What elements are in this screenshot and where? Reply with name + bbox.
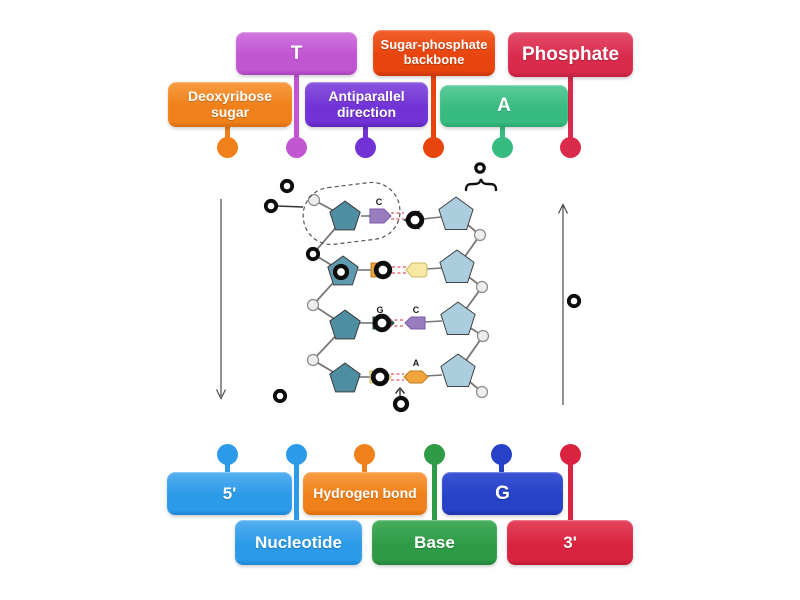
caret-up-icon [394,386,406,397]
pin-dot [217,137,238,158]
phosphate-circle [473,228,487,242]
base-shape-purple-row3 [404,316,426,330]
label-chip-hydrogen-bond[interactable]: Hydrogen bond [303,472,427,515]
base-letter-c-row1: C [376,197,383,207]
pin-stem [362,455,367,475]
pin-dot [491,444,512,465]
phosphate-circle [475,280,489,294]
pin-stem [225,455,230,475]
label-chip-base[interactable]: Base [372,520,497,565]
drop-target-ring[interactable] [392,395,410,413]
pin-dot [492,137,513,158]
label-chip-nucleotide[interactable]: Nucleotide [235,520,362,565]
label-chip-sugar-phosphate-backbone[interactable]: Sugar-phosphate backbone [373,30,495,76]
base-letter-a-row4: A [413,358,420,368]
sugar-pentagon [438,196,474,231]
pin-stem [363,122,368,147]
pin-stem [500,122,505,147]
pin-stem [294,455,299,523]
drop-target-ring[interactable] [474,162,486,174]
phosphate-circle [306,353,320,367]
base-shape-orange-row4 [403,370,429,384]
phosphate-circle [476,329,490,343]
label-chip-deoxyribose-sugar[interactable]: Deoxyribose sugar [168,82,292,127]
phosphate-circle [475,385,489,399]
pin-dot [286,137,307,158]
pin-stem [225,122,230,147]
pin-stem [568,455,573,523]
drop-target-ring[interactable] [272,388,288,404]
pin-stem [431,72,436,147]
sugar-pentagon [440,301,476,336]
drop-ring-connector-line [276,205,304,208]
sugar-pentagon [329,362,361,393]
phosphate-circle [306,298,320,312]
drop-target-ring[interactable] [566,293,582,309]
drop-target-ring[interactable] [373,260,393,280]
pin-stem [294,70,299,147]
drop-target-ring[interactable] [405,210,425,230]
pin-stem [432,455,437,523]
sugar-pentagon [329,309,361,340]
label-chip-t[interactable]: T [236,32,357,75]
brace-icon [464,178,498,192]
label-chip-phosphate[interactable]: Phosphate [508,32,633,77]
pin-dot [217,444,238,465]
pin-dot [355,137,376,158]
label-chip-3-prime[interactable]: 3' [507,520,633,565]
sugar-pentagon [439,249,475,284]
label-chip-antiparallel-direction[interactable]: Antiparallel direction [305,82,428,127]
sugar-pentagon [440,353,476,388]
pin-dot [286,444,307,465]
pin-dot [560,444,581,465]
sugar-pentagon [329,200,361,231]
base-letter-c-row3: C [413,305,420,315]
antiparallel-arrow-up-icon [557,203,569,405]
pin-dot [424,444,445,465]
hydrogen-bond-dashes [389,212,406,381]
pin-dot [423,137,444,158]
pin-dot [560,137,581,158]
base-letter-g-row3: G [376,305,383,315]
pin-stem [568,74,573,147]
base-shape-purple-row1 [369,208,392,224]
drop-target-ring[interactable] [370,367,390,387]
drop-target-ring[interactable] [279,178,295,194]
label-chip-a[interactable]: A [440,85,568,127]
base-shape-yellow-row2 [405,262,428,278]
drop-target-ring[interactable] [305,246,321,262]
label-chip-g[interactable]: G [442,472,563,515]
label-chip-5-prime[interactable]: 5' [167,472,292,515]
nucleotide-outline [302,181,401,246]
drop-target-ring[interactable] [263,198,279,214]
pin-stem [499,455,504,475]
phosphate-circle [307,193,321,207]
drop-target-ring[interactable] [372,313,392,333]
drop-target-ring[interactable] [332,263,350,281]
pin-dot [354,444,375,465]
antiparallel-arrow-down-icon [215,199,227,400]
